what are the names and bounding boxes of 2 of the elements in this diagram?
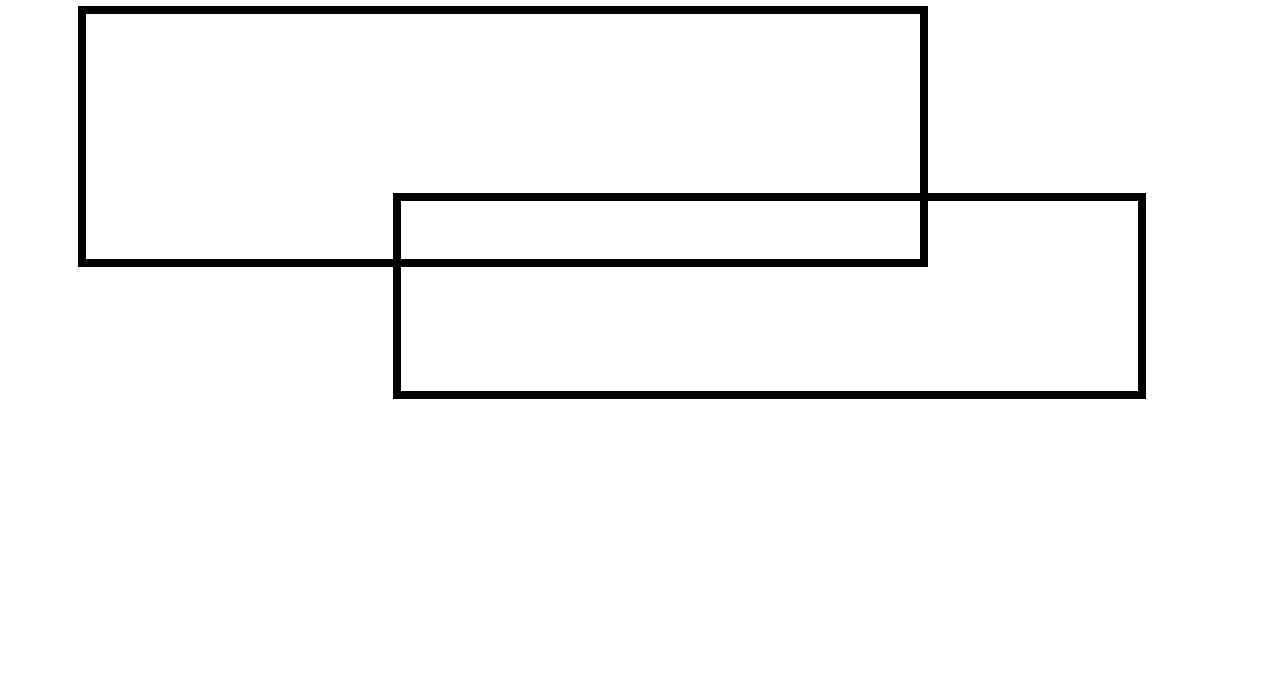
empty-rectangle: [393, 193, 1146, 399]
empty-rectangle: [78, 6, 928, 267]
